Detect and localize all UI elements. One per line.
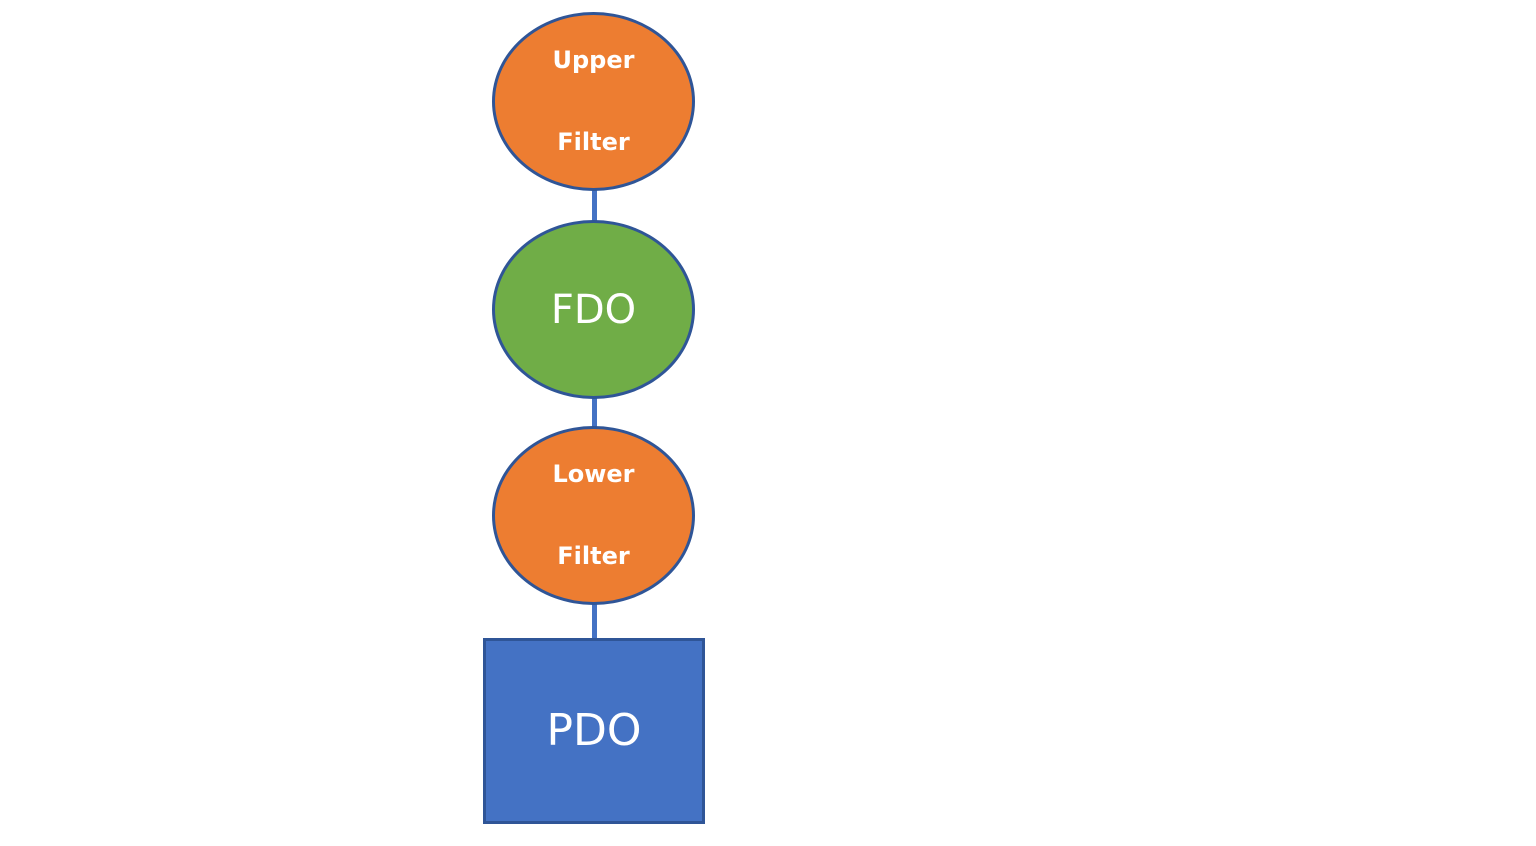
fdo-label: FDO — [550, 286, 637, 333]
pdo-label: PDO — [546, 705, 642, 756]
lower-filter-label-line-1: Lower — [552, 460, 635, 488]
lower-filter-node: Lower Filter — [492, 426, 695, 605]
upper-filter-label: Upper Filter — [519, 0, 669, 204]
upper-filter-node: Upper Filter — [492, 12, 695, 191]
lower-filter-label: Lower Filter — [519, 413, 669, 618]
fdo-node: FDO — [492, 220, 695, 399]
connector-fdo-lower-filter — [592, 395, 597, 430]
upper-filter-label-line-1: Upper — [552, 46, 635, 74]
pdo-node: PDO — [483, 638, 705, 824]
upper-filter-label-line-2: Filter — [557, 128, 630, 156]
connector-lower-filter-pdo — [592, 602, 597, 644]
connector-upper-filter-fdo — [592, 186, 597, 226]
lower-filter-label-line-2: Filter — [557, 542, 630, 570]
